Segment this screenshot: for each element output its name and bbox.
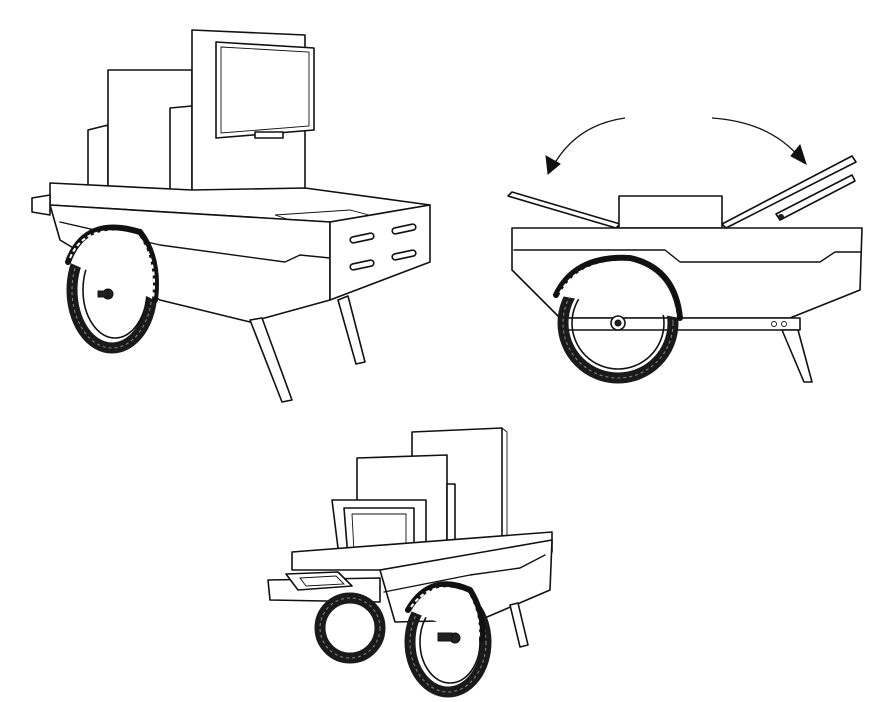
fender-front (65, 224, 159, 303)
view-side-open (507, 117, 863, 384)
wheel-rear-back (314, 592, 386, 664)
rotate-arrow-right (711, 117, 801, 159)
back-panel-mid (169, 105, 193, 196)
leg-front (249, 317, 293, 403)
grip-slots (349, 223, 417, 271)
rotate-arrow-left (551, 117, 626, 169)
side-shelf (31, 194, 51, 216)
panel-open-right (721, 155, 857, 229)
rear-tray (285, 571, 353, 591)
monitor-stand (254, 131, 284, 139)
side-leg (781, 329, 813, 383)
view-perspective-front (31, 29, 431, 403)
panel-center-box (618, 195, 723, 229)
back-panel-left (87, 124, 109, 191)
fender-side (553, 254, 683, 321)
side-groove (513, 249, 861, 263)
view-perspective-rear (267, 427, 553, 698)
leg-rear (337, 295, 366, 365)
monitor-screen-inner (220, 46, 310, 134)
panel-open-left (507, 191, 621, 229)
fender-rear (405, 581, 486, 643)
rear-leg (509, 602, 529, 648)
monitor-screen (215, 41, 315, 139)
